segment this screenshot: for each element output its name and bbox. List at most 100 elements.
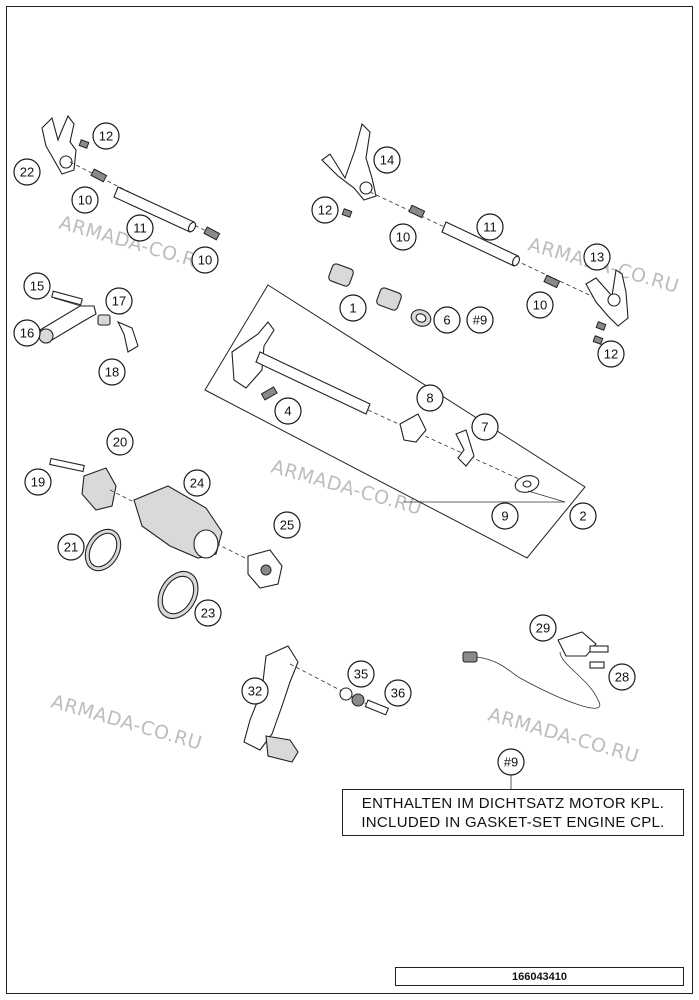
callout-circle xyxy=(191,246,219,274)
callout-c7: 7 xyxy=(471,413,499,441)
shift-lever xyxy=(243,645,390,763)
callout-circle xyxy=(311,196,339,224)
callout-label: 11 xyxy=(483,220,497,235)
callout-label: 2 xyxy=(579,509,586,524)
callout-c32: 32 xyxy=(241,677,269,705)
callout-circle xyxy=(23,272,51,300)
callout-circle xyxy=(476,213,504,241)
callout-label: 29 xyxy=(536,621,550,636)
callout-c4: 4 xyxy=(274,397,302,425)
callout-circle xyxy=(274,397,302,425)
callout-label: 10 xyxy=(198,253,212,268)
callout-label: 16 xyxy=(20,326,34,341)
callout-label: 20 xyxy=(113,435,127,450)
callout-c16: 16 xyxy=(13,319,41,347)
callout-label: 25 xyxy=(280,518,294,533)
needle-bearings xyxy=(328,263,432,327)
callout-label: 7 xyxy=(481,420,488,435)
callout-circle xyxy=(471,413,499,441)
callout-c10c: 10 xyxy=(389,223,417,251)
callout-circle xyxy=(194,599,222,627)
callout-c22: 22 xyxy=(13,158,41,186)
callout-circle xyxy=(583,243,611,271)
callout-label: 10 xyxy=(533,298,547,313)
callout-circle xyxy=(106,428,134,456)
callout-c24: 24 xyxy=(183,469,211,497)
callout-circle xyxy=(183,469,211,497)
callout-c8: 8 xyxy=(416,384,444,412)
callout-circle xyxy=(608,663,636,691)
callout-label: 10 xyxy=(396,230,410,245)
shift-fork-left xyxy=(41,114,90,175)
callout-label: 1 xyxy=(349,301,356,316)
callout-c19: 19 xyxy=(24,468,52,496)
callout-c17: 17 xyxy=(105,287,133,315)
shift-rail-right xyxy=(369,191,601,301)
callout-c21: 21 xyxy=(57,533,85,561)
note-line-german: ENTHALTEN IM DICHTSATZ MOTOR KPL. xyxy=(361,794,665,812)
callout-label: 24 xyxy=(190,476,204,491)
callout-circle xyxy=(569,502,597,530)
callout-circle xyxy=(57,533,85,561)
gasket-note-box: ENTHALTEN IM DICHTSATZ MOTOR KPL. INCLUD… xyxy=(342,789,684,836)
callout-c29: 29 xyxy=(529,614,557,642)
callout-c6: 6 xyxy=(433,306,461,334)
callout-c1: 1 xyxy=(339,294,367,322)
callout-circle xyxy=(416,384,444,412)
callout-c10a: 10 xyxy=(71,186,99,214)
callout-circle xyxy=(13,319,41,347)
callout-c11a: 11 xyxy=(126,214,154,242)
callout-circle xyxy=(98,358,126,386)
watermark-3: ARMADA-CO.RU xyxy=(269,456,425,520)
callout-circle xyxy=(126,214,154,242)
callout-c35: 35 xyxy=(347,660,375,688)
callout-c20: 20 xyxy=(106,428,134,456)
callout-label: 14 xyxy=(380,153,394,168)
callout-c2: 2 xyxy=(569,502,597,530)
callout-label: 36 xyxy=(391,686,405,701)
shift-fork-center xyxy=(321,122,377,218)
callout-circle xyxy=(491,502,519,530)
callout-c9: 9 xyxy=(491,502,519,530)
callout-circle xyxy=(13,158,41,186)
callout-label: 10 xyxy=(78,193,92,208)
callout-circle xyxy=(433,306,461,334)
callout-label: 12 xyxy=(99,129,113,144)
callout-c14: 14 xyxy=(373,146,401,174)
callout-c23: 23 xyxy=(194,599,222,627)
callout-c15: 15 xyxy=(23,272,51,300)
locking-lever-group xyxy=(38,290,139,353)
callout-label: 21 xyxy=(64,540,78,555)
callout-circle xyxy=(597,340,625,368)
callout-c12b: 12 xyxy=(311,196,339,224)
callout-label: 15 xyxy=(30,279,44,294)
callout-c11b: 11 xyxy=(476,213,504,241)
callout-label: 12 xyxy=(318,203,332,218)
callout-label: 11 xyxy=(133,221,147,236)
callout-c12a: 12 xyxy=(92,122,120,150)
note-line-english: INCLUDED IN GASKET-SET ENGINE CPL. xyxy=(361,813,665,831)
callout-c9note: #9 xyxy=(497,748,525,776)
shift-shaft-assembly-box xyxy=(204,284,586,559)
callout-circle xyxy=(273,511,301,539)
callout-label: 23 xyxy=(201,606,215,621)
callout-label: 13 xyxy=(590,250,604,265)
callout-circle xyxy=(92,122,120,150)
callout-c10b: 10 xyxy=(191,246,219,274)
gear-position-sensor xyxy=(462,631,609,709)
callout-label: 28 xyxy=(615,670,629,685)
callout-c36: 36 xyxy=(384,679,412,707)
callout-label: 12 xyxy=(604,347,618,362)
shift-shaft xyxy=(231,321,540,493)
document-number: 166043410 xyxy=(395,967,684,986)
callout-circle xyxy=(384,679,412,707)
shift-drum-group xyxy=(49,457,283,619)
callout-circle xyxy=(373,146,401,174)
callout-c18: 18 xyxy=(98,358,126,386)
callout-circle xyxy=(466,306,494,334)
callout-label: 8 xyxy=(426,391,433,406)
callout-c10d: 10 xyxy=(526,291,554,319)
callout-circle xyxy=(497,748,525,776)
callout-circle xyxy=(71,186,99,214)
